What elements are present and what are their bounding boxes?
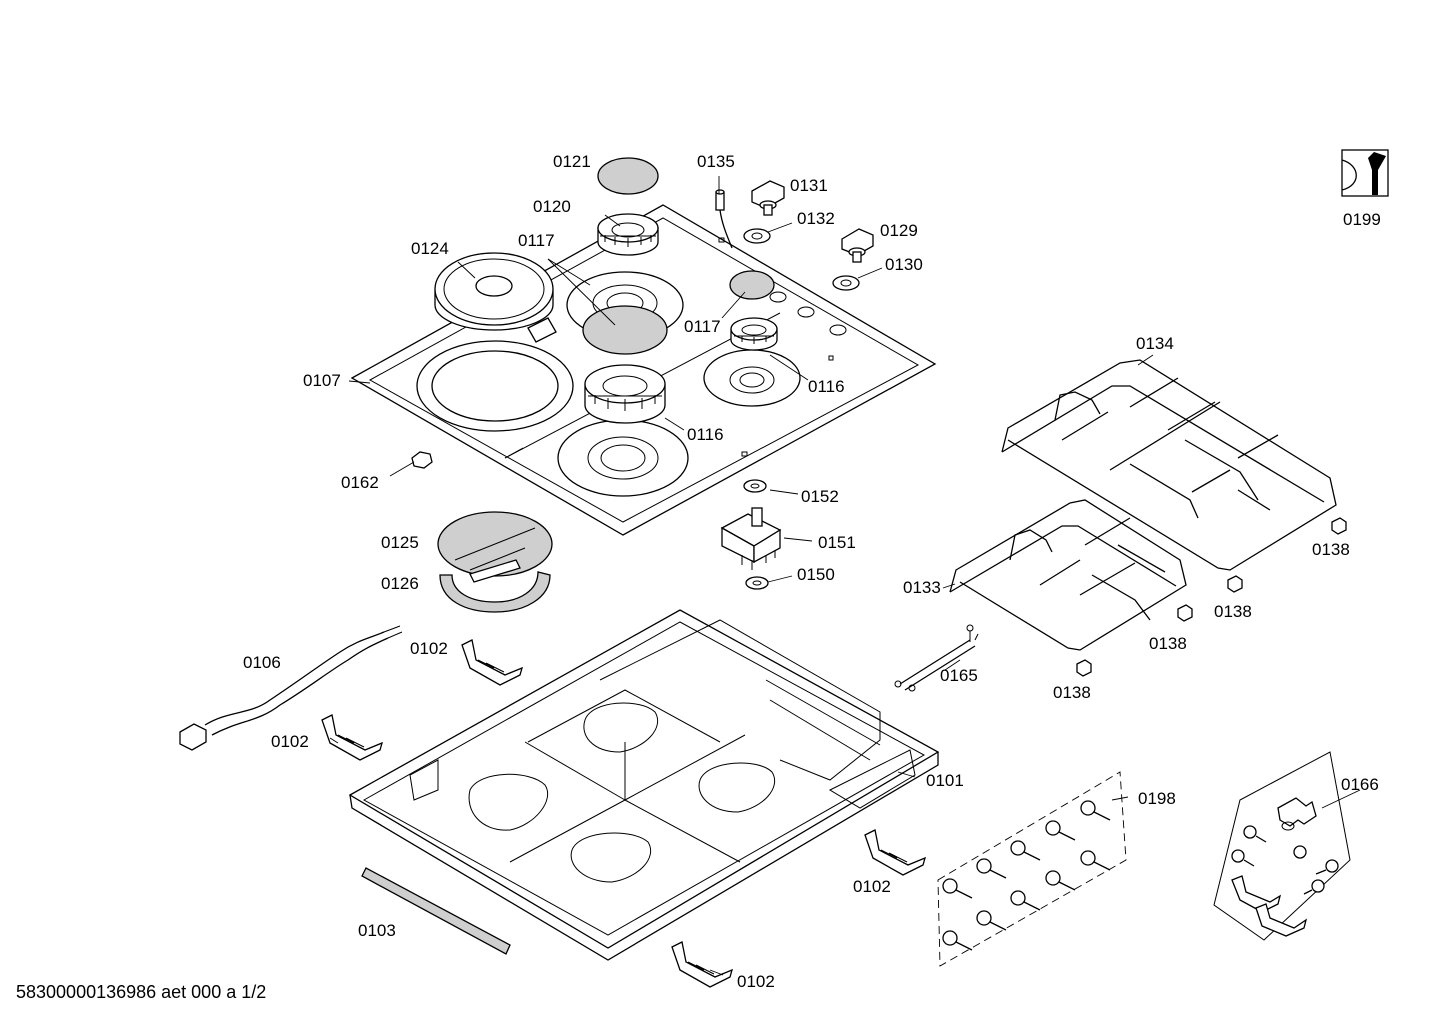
label-0198: 0198 [1138,789,1176,808]
screw-10 [942,930,973,951]
burner-cap-small [597,157,659,195]
wiring-harness [894,624,979,692]
label-0166: 0166 [1341,775,1379,794]
service-manual-icon [1341,149,1389,197]
label-0150: 0150 [797,565,835,584]
screw-7 [1010,890,1041,911]
pan-support-large [1001,359,1337,571]
regulator-washer-150 [745,576,769,590]
label-0102-b: 0102 [271,732,309,751]
burner-cap-medium [582,305,668,355]
burner-small-back-left [597,213,659,256]
label-0165: 0165 [940,666,978,685]
gas-elbow-fitting [1277,797,1317,831]
rubber-foot-a [1331,517,1347,535]
seal-strip [361,867,511,955]
label-0102-c: 0102 [853,877,891,896]
label-0117: 0117 [684,317,721,336]
ignition-electrode [715,189,733,249]
label-0102-a: 0102 [410,639,448,658]
label-0133: 0134 [1136,334,1174,353]
label-0102-d: 0102 [737,972,775,991]
hex-nut [411,451,433,469]
label-0135: 0135 [697,152,735,171]
screw-6 [976,858,1007,879]
mains-cable [179,625,403,751]
control-knob-129 [841,228,874,263]
label-0129: 0129 [880,221,918,240]
label-0138-a: 0138 [1312,540,1350,559]
label-0134: 0133 [903,578,941,597]
label-0127: 0125 [381,533,419,552]
rubber-foot-b [1227,575,1243,593]
label-0131: 0131 [790,176,828,195]
label-0103: 0103 [358,921,396,940]
base-tray [348,609,940,961]
flame-spreader-ring [439,559,551,613]
burner-cap-small-right [729,270,775,300]
label-0107: 0107 [303,371,341,390]
pan-support-small [949,499,1187,651]
document-footer: 58300000136986 aet 000 a 1/2 [16,982,266,1002]
label-0152: 0152 [801,487,839,506]
label-0130: 0130 [885,255,923,274]
screw-3 [1080,850,1111,871]
rubber-foot-d [1076,659,1092,677]
fixing-clip-d [671,941,733,988]
label-0128: 0126 [381,574,419,593]
screw-kit [937,771,1127,967]
label-0124: 0120 [533,197,571,216]
screw-2 [1045,820,1076,841]
screw-4 [1010,840,1041,861]
label-0101: 0101 [926,771,964,790]
electric-hotplate [434,252,557,343]
label-0121: 0117 [518,231,555,250]
screw-1 [1080,800,1111,821]
label-0151: 0151 [818,533,856,552]
gas-connection-kit [1213,751,1351,941]
screw-9 [976,910,1007,931]
fixing-clip-c [864,829,926,876]
label-0162: 0162 [341,473,379,492]
screw-8 [942,878,973,899]
leader-lines [329,176,1361,976]
burner-small-back-right [730,317,778,351]
label-0199: 0199 [1343,210,1381,229]
fixing-clip-a [461,639,523,686]
label-0125: 0121 [553,152,591,171]
label-0120: 0116 [687,425,724,444]
label-0116: 0116 [808,377,845,396]
label-0138-d: 0138 [1053,683,1091,702]
part-labels: 0121 0135 0131 0120 0132 0129 0117 0124 … [243,152,1381,991]
burner-large-front-right [584,364,666,424]
label-0132: 0132 [797,209,835,228]
control-knob-131 [751,180,785,216]
screw-5 [1045,870,1076,891]
energy-regulator [720,507,782,570]
fixing-clip-b [321,714,383,761]
rubber-foot-c [1177,604,1193,622]
label-0106: 0106 [243,653,281,672]
knob-seal-130 [832,275,860,291]
label-0126: 0124 [411,239,449,258]
label-0138-b: 0138 [1214,602,1252,621]
regulator-washer-152 [743,479,767,493]
knob-seal-132 [743,228,771,244]
label-0138-c: 0138 [1149,634,1187,653]
burner-cap-large [437,511,553,577]
